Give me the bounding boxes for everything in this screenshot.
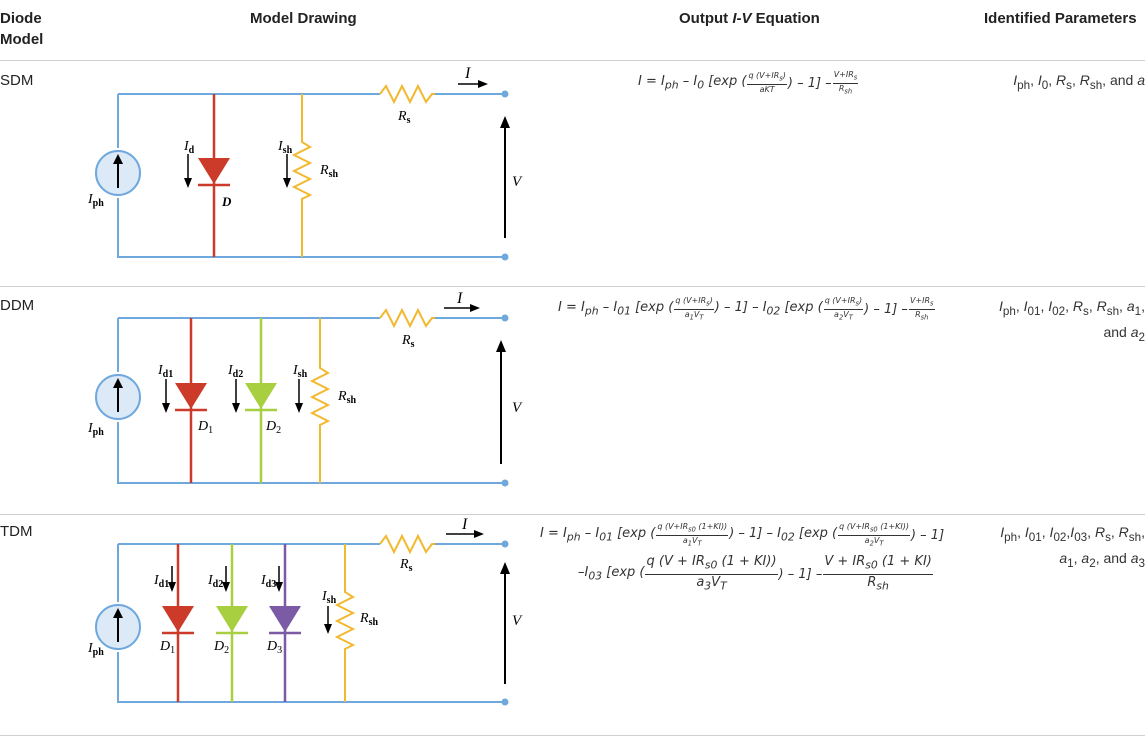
header-output-equation: Output I-V Equation	[679, 10, 820, 27]
model-label-sdm: SDM	[0, 72, 34, 89]
ddm-equation: I = Iph – I01 [exp (q (V+IRs)a1VT) – 1] …	[558, 296, 935, 322]
rsh-label: Rsh	[337, 389, 356, 406]
model-label-tdm: TDM	[0, 523, 33, 540]
current-arrow-icon	[232, 379, 240, 413]
voltage-v-label: V	[512, 174, 523, 190]
wire	[117, 543, 505, 703]
tdm-equation-line-1: I = Iph – I01 [exp (q (V+IRs0 (1+KI))a1V…	[540, 522, 945, 548]
id1-label: Id1	[157, 363, 173, 380]
voltage-v-label: V	[512, 400, 523, 416]
current-i-label: I	[461, 516, 468, 533]
tdm-equation-line-2: –I03 [exp (q (V + IRs0 (1 + KI))a3VT) – …	[578, 554, 933, 593]
voltage-v-label: V	[512, 613, 523, 629]
header-model-drawing: Model Drawing	[250, 10, 357, 27]
ish-label: Ish	[321, 589, 337, 606]
terminal-node	[501, 253, 509, 261]
current-source-icon	[95, 604, 141, 650]
header-diode-model: Diode Model	[0, 10, 44, 48]
rs-label: Rs	[399, 557, 413, 574]
current-arrow-icon	[446, 530, 484, 538]
current-arrow-icon	[168, 566, 176, 592]
current-arrow-icon	[162, 379, 170, 413]
current-arrow-icon	[184, 154, 192, 188]
diode-icon	[198, 94, 230, 257]
ish-label: Ish	[277, 139, 293, 156]
terminal-node	[501, 90, 509, 98]
diode-3-icon	[269, 544, 301, 702]
rsh-label: Rsh	[319, 163, 338, 180]
voltage-arrow-icon	[500, 116, 510, 238]
current-arrow-icon	[444, 304, 480, 312]
series-resistor-icon	[379, 307, 435, 329]
wire	[117, 93, 505, 258]
terminal-node	[501, 314, 509, 322]
ish-label: Ish	[292, 363, 308, 380]
terminal-node	[501, 698, 509, 706]
ddm-circuit-drawing: Iph Id1 D1 Id2 D2 Ish Rsh Rs I	[87, 290, 523, 487]
tdm-circuit-drawing: Iph Id1 D1 Id2 D2 Id3 D3 Ish Rsh	[87, 516, 523, 706]
sdm-equation: I = Iph – I0 [exp (q (V+IRs)aKT) – 1] – …	[638, 70, 859, 96]
sdm-circuit-drawing: Iph Id D Ish Rsh Rs I V	[87, 65, 523, 261]
shunt-resistor-icon	[309, 318, 331, 483]
d1-label: D1	[159, 639, 175, 656]
current-arrow-icon	[283, 154, 291, 188]
series-resistor-icon	[379, 83, 435, 105]
id2-label: Id2	[207, 573, 223, 590]
d1-label: D1	[197, 419, 213, 436]
rsh-label: Rsh	[359, 611, 378, 628]
model-label-ddm: DDM	[0, 297, 35, 314]
tdm-parameters: Iph, I01, I02,I03, Rs, Rsh,a1, a2, and a…	[1000, 524, 1145, 570]
current-i-label: I	[464, 65, 471, 82]
current-arrow-icon	[295, 379, 303, 413]
current-source-icon	[95, 374, 141, 420]
shunt-resistor-icon	[334, 544, 356, 702]
rs-label: Rs	[397, 109, 411, 126]
d3-label: D3	[266, 639, 282, 656]
id3-label: Id3	[260, 573, 276, 590]
voltage-arrow-icon	[500, 562, 510, 684]
diode-1-icon	[175, 318, 207, 483]
d2-label: D2	[265, 419, 281, 436]
iph-label: Iph	[87, 192, 104, 209]
diode-2-icon	[245, 318, 277, 483]
separator	[0, 286, 1145, 287]
iph-label: Iph	[87, 641, 104, 658]
voltage-arrow-icon	[496, 340, 506, 464]
ddm-parameters: Iph, I01, I02, Rs, Rsh, a1,and a2	[998, 298, 1145, 344]
d-label: D	[221, 194, 232, 209]
terminal-node	[501, 540, 509, 548]
id2-label: Id2	[227, 363, 243, 380]
current-arrow-icon	[458, 80, 488, 88]
d2-label: D2	[213, 639, 229, 656]
sdm-parameters: Iph, I0, Rs, Rsh, and a	[1013, 72, 1145, 92]
iph-label: Iph	[87, 421, 104, 438]
id-label: Id	[183, 139, 195, 156]
wire	[117, 317, 505, 484]
id1-label: Id1	[153, 573, 169, 590]
separator	[0, 60, 1145, 61]
diode-1-icon	[162, 544, 194, 702]
shunt-resistor-icon	[291, 94, 313, 257]
current-arrow-icon	[275, 566, 283, 592]
header-identified-parameters: Identified Parameters	[984, 10, 1137, 27]
rs-label: Rs	[401, 333, 415, 350]
separator	[0, 514, 1145, 515]
current-arrow-icon	[222, 566, 230, 592]
diode-2-icon	[216, 544, 248, 702]
terminal-node	[501, 479, 509, 487]
current-i-label: I	[456, 290, 463, 307]
series-resistor-icon	[379, 533, 435, 555]
current-arrow-icon	[324, 606, 332, 634]
current-source-icon	[95, 150, 141, 196]
